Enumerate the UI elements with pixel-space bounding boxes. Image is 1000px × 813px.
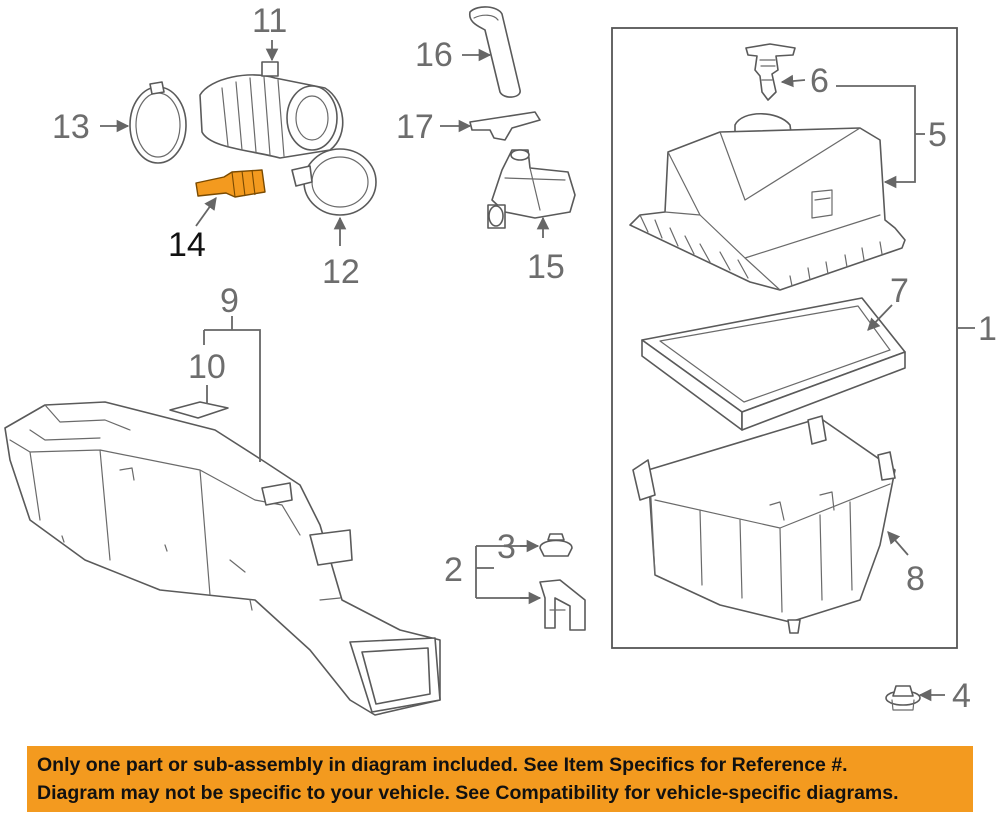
callout-12: 12 bbox=[322, 253, 360, 291]
part-8-case bbox=[632, 415, 896, 634]
callout-4: 4 bbox=[952, 677, 971, 715]
callout-9-bracket bbox=[204, 329, 261, 462]
callout-15: 15 bbox=[527, 248, 565, 286]
callout-8: 8 bbox=[906, 560, 925, 598]
callout-17: 17 bbox=[396, 108, 434, 146]
part-5-cover bbox=[629, 113, 906, 291]
callout-6-leader bbox=[780, 74, 806, 88]
callout-16: 16 bbox=[415, 36, 453, 74]
part-3-clip bbox=[539, 533, 573, 557]
callout-8-leader bbox=[887, 531, 909, 556]
callout-14-leader bbox=[195, 196, 217, 227]
disclaimer-line-1: Only one part or sub-assembly in diagram… bbox=[37, 754, 848, 776]
part-10-label bbox=[169, 401, 229, 419]
disclaimer-banner: Only one part or sub-assembly in diagram… bbox=[27, 746, 973, 812]
part-4-grommet bbox=[885, 685, 921, 711]
part-11-intake-hose bbox=[199, 61, 344, 159]
part-12-clamp bbox=[291, 148, 377, 216]
callout-10: 10 bbox=[188, 348, 226, 386]
callout-5-bracket bbox=[898, 85, 916, 183]
part-6-clip bbox=[745, 43, 796, 101]
part-9-intake-duct bbox=[4, 401, 441, 716]
part-17-bracket bbox=[469, 111, 541, 141]
callout-9: 9 bbox=[220, 282, 239, 320]
callout-13: 13 bbox=[52, 108, 90, 146]
callout-2-bracket bbox=[475, 545, 537, 599]
callout-7: 7 bbox=[890, 272, 909, 310]
callout-6: 6 bbox=[810, 62, 829, 100]
callout-2: 2 bbox=[444, 551, 463, 589]
part-2-bracket bbox=[539, 579, 586, 631]
part-14-sensor bbox=[195, 169, 266, 198]
callout-1: 1 bbox=[978, 310, 997, 348]
callout-3: 3 bbox=[497, 528, 516, 566]
callout-11: 11 bbox=[252, 2, 287, 40]
part-13-clamp bbox=[129, 81, 187, 164]
callout-7-leader bbox=[867, 304, 893, 331]
disclaimer-line-2: Diagram may not be specific to your vehi… bbox=[37, 782, 899, 804]
part-15-resonator bbox=[487, 149, 576, 229]
callout-14: 14 bbox=[168, 226, 206, 264]
part-7-filter bbox=[641, 297, 906, 431]
callout-5: 5 bbox=[928, 116, 947, 154]
part-16-hose bbox=[468, 6, 521, 98]
assembly-frame bbox=[611, 27, 958, 649]
parts-diagram: 1 2 3 4 5 6 7 8 9 10 11 12 13 14 15 16 1… bbox=[4, 2, 997, 716]
